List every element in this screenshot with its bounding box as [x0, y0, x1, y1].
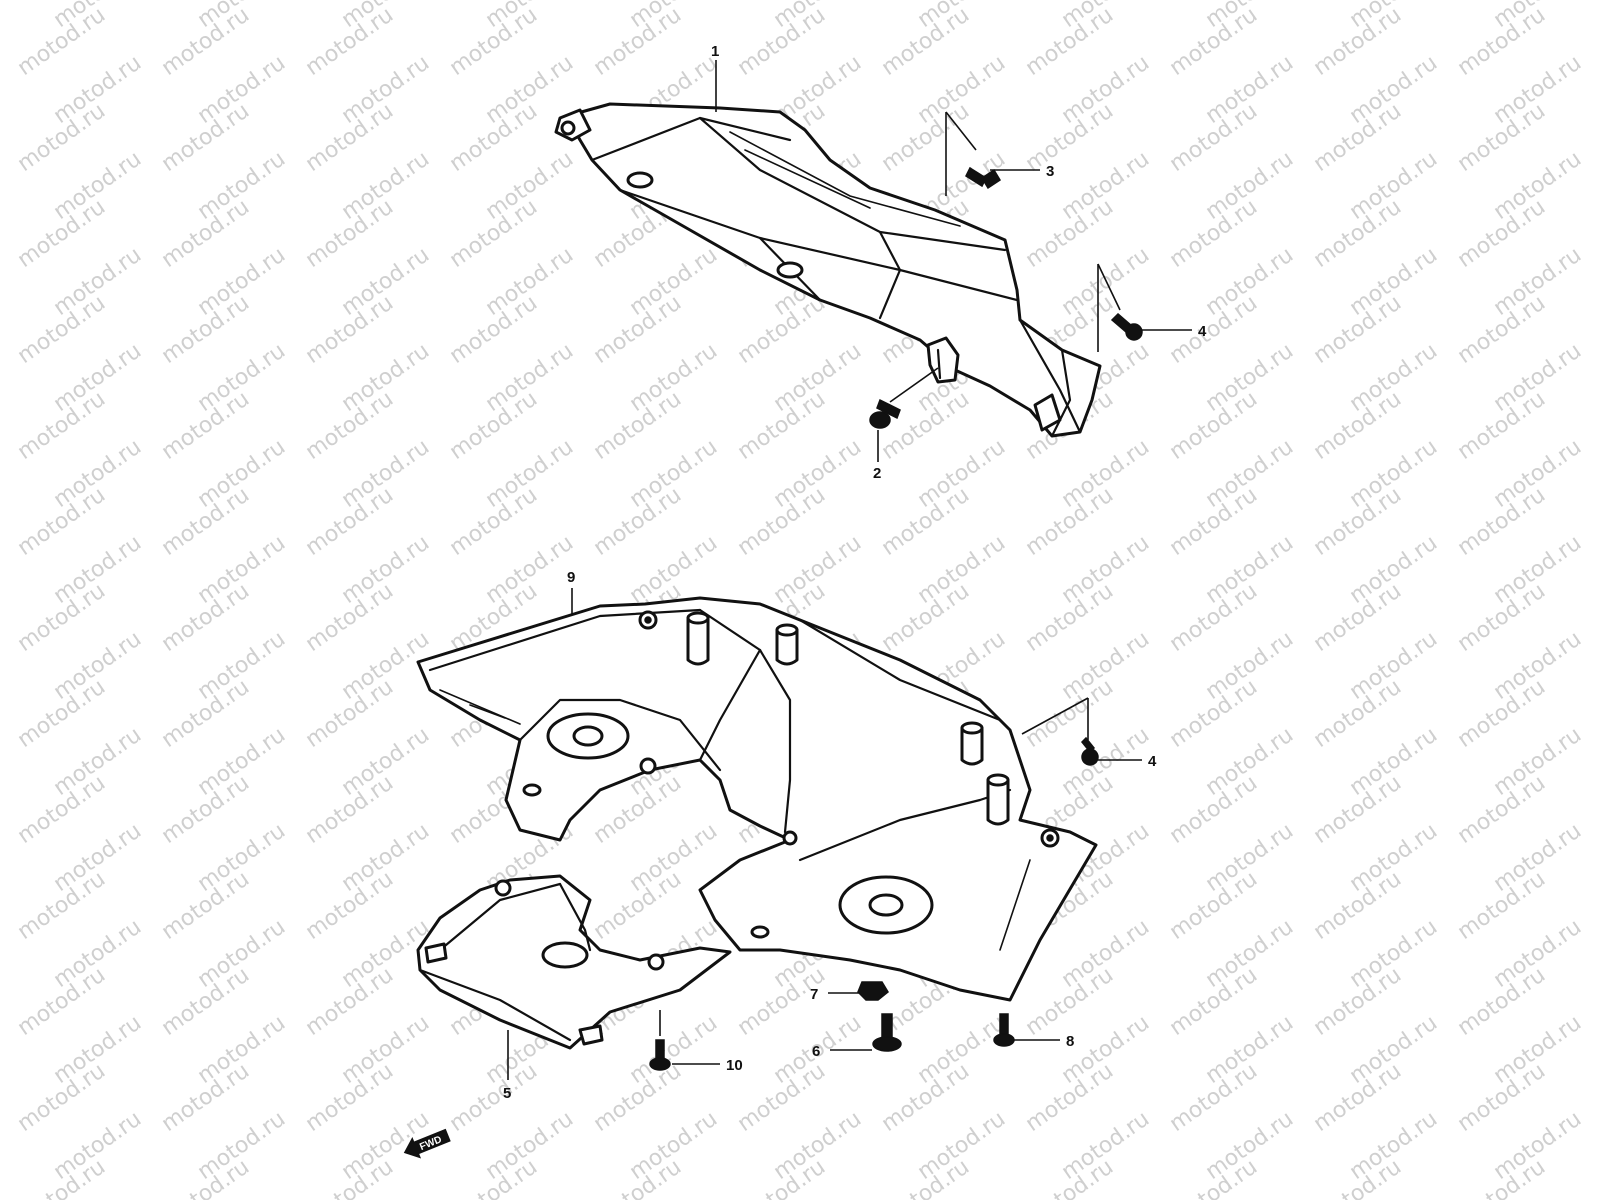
- watermark-text: motod.ru: [0, 1107, 2, 1185]
- watermark-text: motod.ru: [0, 243, 2, 321]
- callout-2: 2: [873, 465, 881, 482]
- screw-part-3: [965, 166, 1002, 190]
- watermark-text: motod.ru: [0, 627, 2, 705]
- screw-part-4-upper: [1110, 312, 1143, 341]
- callout-3: 3: [1046, 163, 1054, 180]
- upper-cover-part: [554, 102, 1102, 438]
- watermark-text: motod.ru: [0, 147, 2, 225]
- callout-7: 7: [810, 986, 818, 1003]
- leader-lines: [507, 60, 1192, 1080]
- callout-9: 9: [567, 569, 575, 586]
- callout-1: 1: [711, 43, 719, 60]
- callout-4-lower: 4: [1148, 753, 1157, 770]
- nut-part-7: [857, 981, 889, 1001]
- screw-part-2: [869, 398, 901, 429]
- callout-5: 5: [503, 1085, 511, 1102]
- watermark-text: motod.ru: [0, 339, 2, 417]
- callout-10: 10: [726, 1057, 743, 1074]
- watermark-text: motod.ru: [0, 723, 2, 801]
- screw-part-10: [649, 1039, 671, 1071]
- watermark-text: motod.ru: [0, 531, 2, 609]
- side-panel-part-5: [416, 874, 732, 1050]
- fwd-label: FWD: [418, 1134, 443, 1153]
- watermark-text: motod.ru: [0, 435, 2, 513]
- watermark-text: motod.ru: [0, 51, 2, 129]
- bolt-part-6: [872, 1013, 902, 1052]
- callout-6: 6: [812, 1043, 820, 1060]
- callout-4-upper: 4: [1198, 323, 1207, 340]
- lower-cover-part: [416, 596, 1098, 1002]
- watermark-text: motod.ru: [0, 0, 2, 33]
- watermark-text: motod.ru: [0, 819, 2, 897]
- callout-labels: 1 2 3 4 4 5 6 7 8 9 10: [503, 43, 1207, 1102]
- watermark-text: motod.ru: [0, 915, 2, 993]
- fwd-direction-marker: FWD: [403, 1128, 451, 1159]
- screw-part-4-lower: [1080, 736, 1099, 766]
- callout-8: 8: [1066, 1033, 1074, 1050]
- watermark-text: motod.ru: [0, 1011, 2, 1089]
